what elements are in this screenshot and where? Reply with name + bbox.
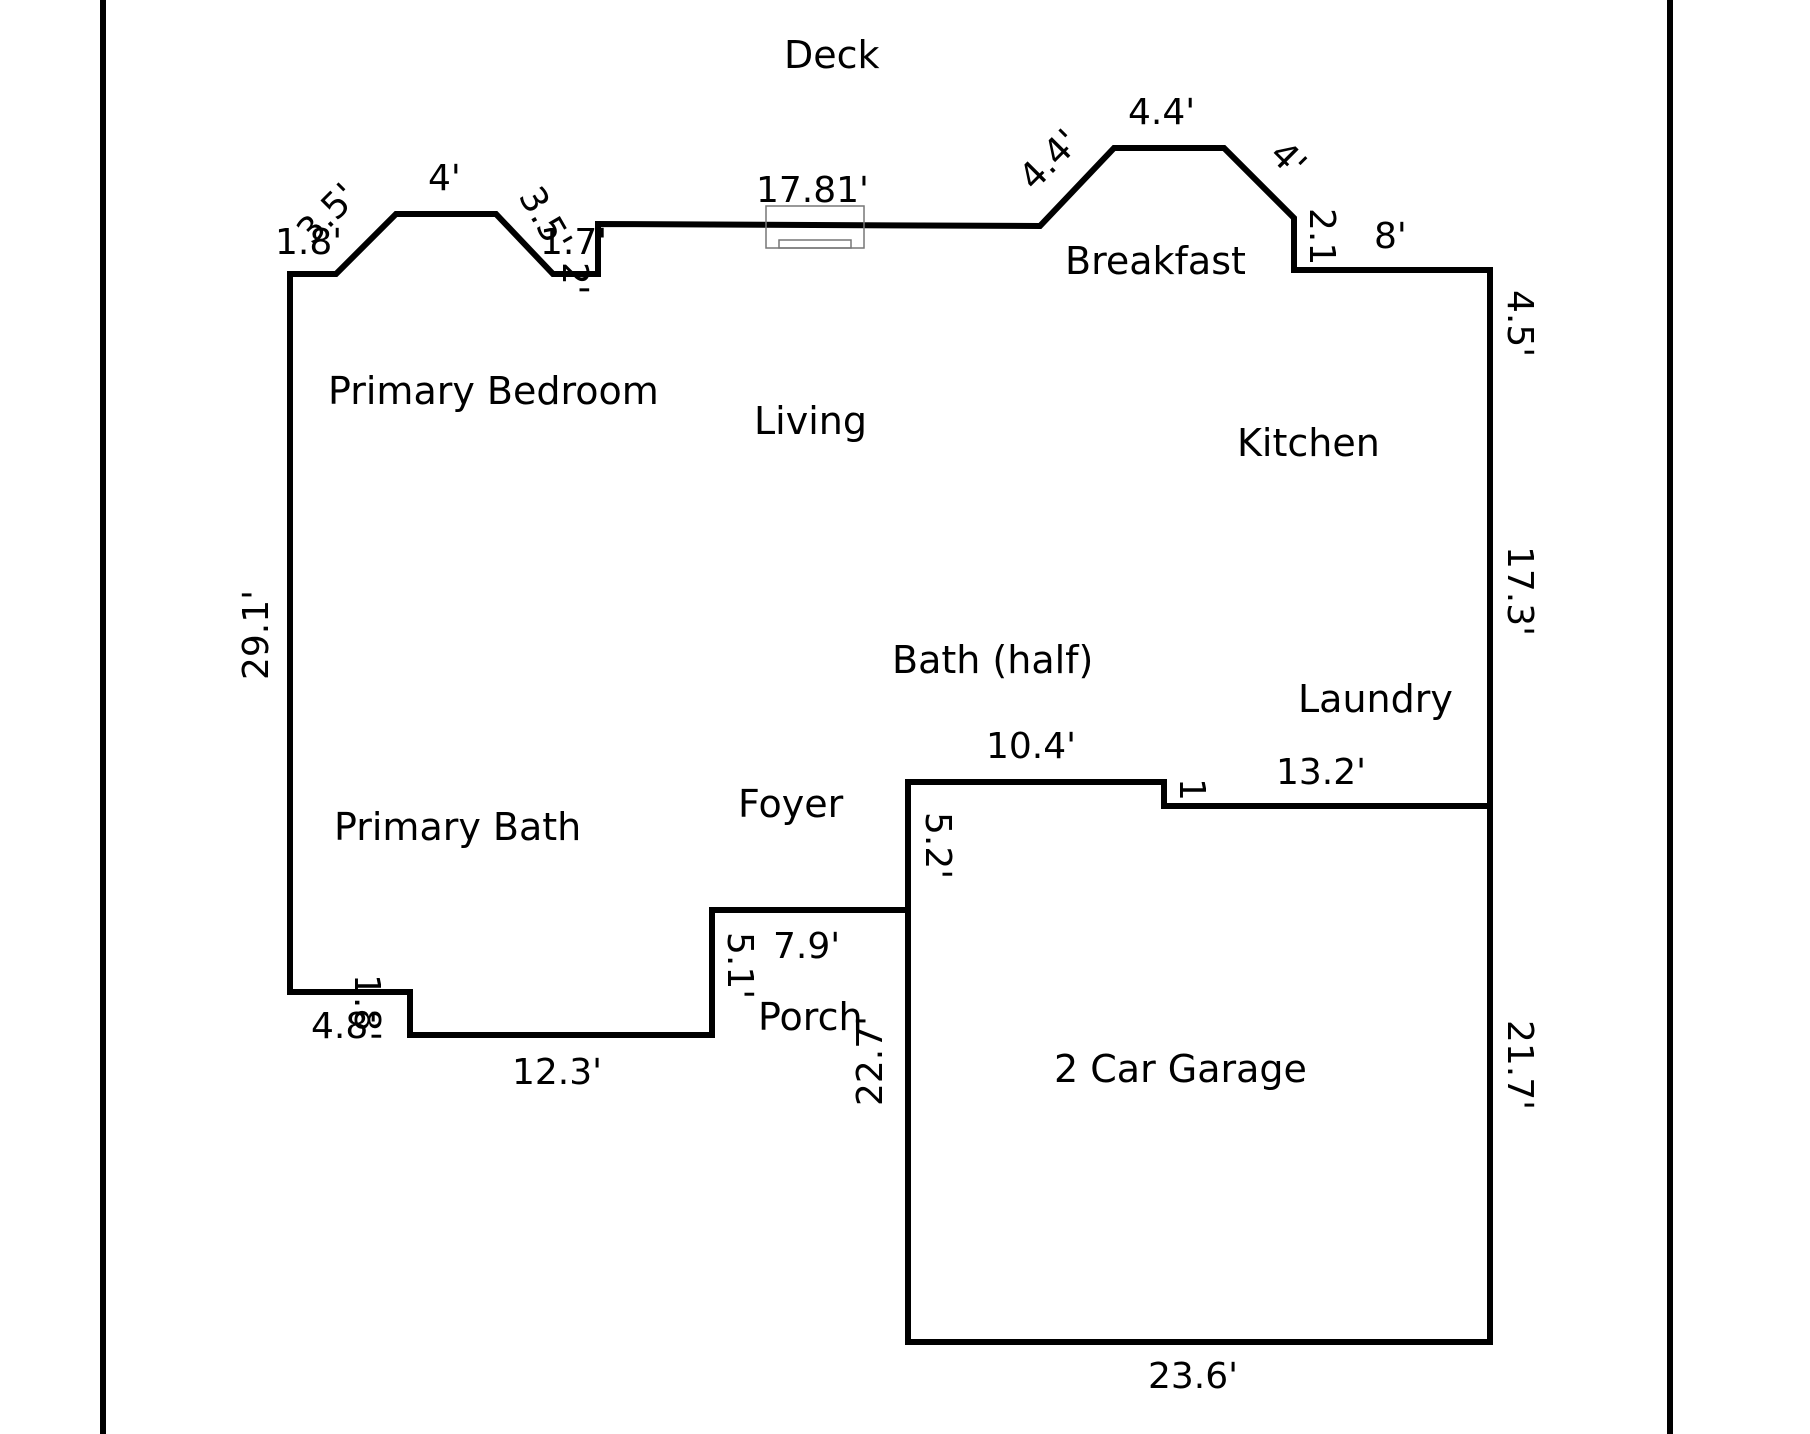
dim-notch-top: 1.7' bbox=[540, 222, 607, 263]
room-label-bath-half: Bath (half) bbox=[892, 638, 1093, 682]
dim-bath-bottom-short: 4.8' bbox=[311, 1006, 378, 1047]
dim-right-middle: 17.3' bbox=[1499, 546, 1540, 636]
room-label-primary-bath: Primary Bath bbox=[334, 805, 581, 849]
dim-left-wall: 29.1' bbox=[236, 590, 277, 680]
room-label-laundry: Laundry bbox=[1298, 677, 1453, 721]
dim-left-top-short: 1.8' bbox=[275, 222, 342, 263]
dim-front-wall: 12.3' bbox=[512, 1052, 602, 1093]
dim-rear-wall: 17.81' bbox=[756, 170, 869, 211]
room-label-porch: Porch bbox=[758, 995, 863, 1039]
dim-garage-top: 10.4' bbox=[986, 726, 1076, 767]
dim-bay1-top: 4' bbox=[428, 158, 461, 199]
dim-porch-top: 7.9' bbox=[773, 926, 840, 967]
dim-garage-left-upper: 5.2' bbox=[917, 812, 958, 879]
room-label-garage: 2 Car Garage bbox=[1054, 1047, 1307, 1091]
house-outline bbox=[287, 145, 1493, 1038]
garage-outline bbox=[905, 803, 1493, 1345]
dim-garage-bottom: 23.6' bbox=[1148, 1356, 1238, 1397]
dim-garage-right: 21.7' bbox=[1499, 1020, 1540, 1110]
dim-notch-side: 2' bbox=[554, 262, 595, 295]
dim-right-upper: 4.5' bbox=[1499, 290, 1540, 357]
dim-kitchen-rear: 8' bbox=[1374, 216, 1407, 257]
rear-window bbox=[765, 205, 865, 249]
dim-bay2-angle-right: 4' bbox=[1262, 133, 1314, 185]
dim-kitchen-jog: 2.1' bbox=[1301, 208, 1342, 275]
room-label-primary-bedroom: Primary Bedroom bbox=[328, 369, 659, 413]
dim-garage-jog: 1' bbox=[1171, 778, 1212, 811]
room-label-living: Living bbox=[754, 399, 867, 443]
dim-garage-left: 22.7' bbox=[850, 1016, 891, 1106]
dim-bath-step: 1.8' bbox=[346, 974, 387, 1041]
room-label-kitchen: Kitchen bbox=[1237, 421, 1380, 465]
room-label-foyer: Foyer bbox=[738, 782, 844, 826]
dim-bay2-top: 4.4' bbox=[1128, 92, 1195, 133]
room-label-deck: Deck bbox=[784, 33, 880, 77]
room-label-breakfast: Breakfast bbox=[1065, 239, 1246, 283]
dim-laundry-wall: 13.2' bbox=[1276, 752, 1366, 793]
dim-porch-side: 5.1' bbox=[719, 932, 760, 999]
